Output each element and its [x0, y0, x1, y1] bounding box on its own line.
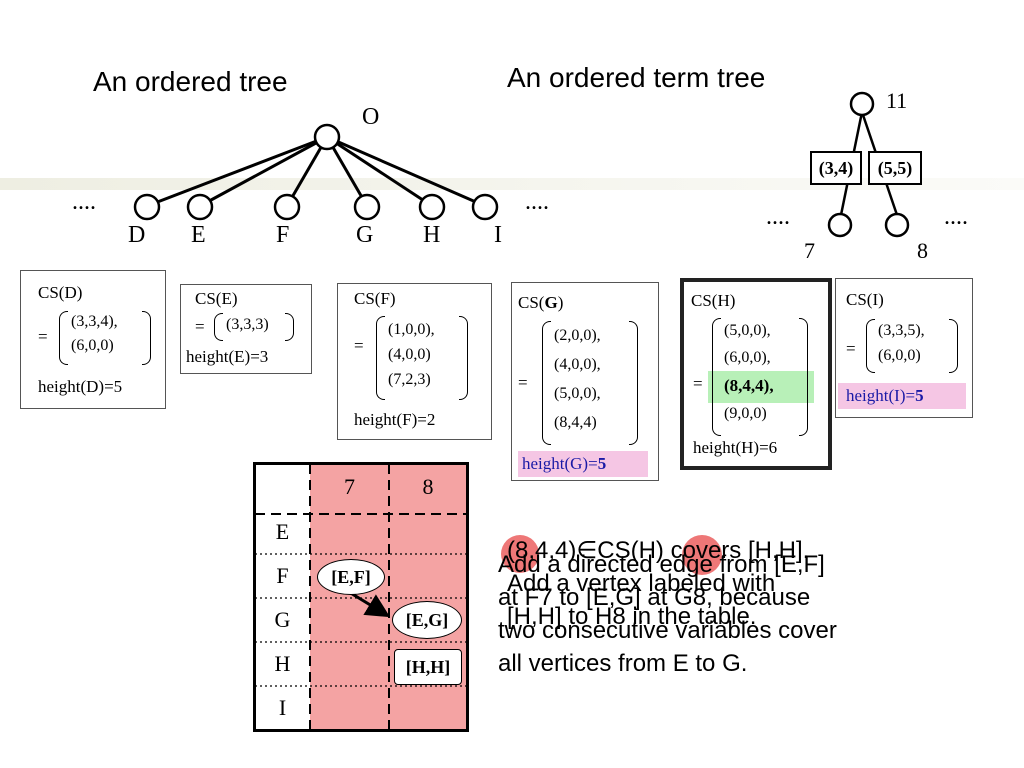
leaf-label-e: E — [191, 222, 206, 248]
term-node-root — [849, 91, 875, 117]
leaf-label-g: G — [356, 222, 374, 248]
root-label: O — [362, 104, 380, 130]
table-row-header: E — [275, 519, 290, 544]
cs-box-i: CS(I) = (3,3,5), (6,0,0) height(I)=5 — [835, 278, 973, 418]
tree-node-root — [313, 123, 341, 151]
cs-box-label: CS(H) — [691, 291, 736, 310]
cs-height-highlighted: height(G)=5 — [518, 451, 648, 477]
cs-item: (6,0,0), — [724, 349, 771, 366]
left-tree-title: An ordered tree — [93, 66, 288, 97]
term-dots-left: .... — [766, 204, 790, 230]
table-row-header: I — [278, 695, 287, 720]
table-row-header: H — [274, 651, 291, 676]
cs-height: height(E)=3 — [186, 347, 269, 366]
cs-item: (6,0,0) — [71, 337, 114, 354]
cs-item: (2,0,0), — [554, 327, 601, 344]
term-edge-right: (5,5) — [868, 151, 922, 185]
cs-height: height(D)=5 — [38, 377, 123, 396]
annotation-cover-text: (8,4,4)∈CS(H) covers [H,H]. Add a vertex… — [507, 537, 810, 630]
table-row-header: F — [276, 563, 289, 588]
cs-equals: = — [195, 317, 205, 336]
cs-box-e: CS(E) = (3,3,3) height(E)=3 — [180, 284, 312, 374]
cs-item: (8,4,4) — [554, 414, 597, 431]
table-row-header: G — [274, 607, 291, 632]
cs-item: (7,2,3) — [388, 371, 431, 388]
background-band — [0, 178, 1024, 190]
cs-equals: = — [846, 339, 856, 358]
term-tree-title: An ordered term tree — [507, 62, 766, 93]
table-col-header: 7 — [344, 474, 355, 499]
tree-node-e — [186, 193, 214, 221]
tree-node-h — [418, 193, 446, 221]
leaf-label-h: H — [423, 222, 441, 248]
cs-item: (5,0,0), — [724, 322, 771, 339]
cs-box-f: CS(F) = (1,0,0), (4,0,0) (7,2,3) height(… — [337, 283, 492, 440]
cs-set: (3,3,3) — [214, 313, 294, 341]
cs-box-d: CS(D) = (3,3,4), (6,0,0) height(D)=5 — [20, 270, 166, 409]
cs-item: (5,0,0), — [554, 385, 601, 402]
cs-item-highlighted: (8,4,4), — [724, 376, 774, 395]
cs-item: (6,0,0) — [878, 347, 921, 364]
leaf-label-d: D — [128, 222, 146, 248]
marker-circle — [501, 535, 539, 573]
cs-set: (3,3,4), (6,0,0) — [59, 311, 151, 365]
term-leaf-7: 7 — [804, 238, 815, 263]
cs-set: (1,0,0), (4,0,0) (7,2,3) — [376, 316, 468, 400]
cs-height: height(F)=2 — [354, 410, 436, 429]
term-root-label: 11 — [886, 88, 908, 113]
cover-table: 7 8 E F G H I [E,F] [E,G] [H,H] — [253, 462, 469, 732]
cs-item: (1,0,0), — [388, 321, 435, 338]
cs-item: (3,3,3) — [226, 316, 269, 333]
tree-node-i — [471, 193, 499, 221]
cs-item: (3,3,5), — [878, 322, 925, 339]
cs-item: (3,3,4), — [71, 313, 118, 330]
left-tree-nodes — [133, 123, 499, 221]
cs-box-label: CS(G) — [518, 293, 564, 312]
table-entry-g8: [E,G] — [392, 601, 462, 639]
term-node-7 — [827, 212, 853, 238]
term-dots-right: .... — [944, 204, 968, 230]
dots-left: .... — [72, 189, 96, 215]
cs-equals: = — [693, 374, 703, 393]
left-tree-edges — [146, 135, 486, 208]
term-node-8 — [884, 212, 910, 238]
leaf-label-f: F — [276, 222, 290, 248]
cs-box-label: CS(D) — [38, 283, 83, 302]
cs-item-highlight — [708, 371, 814, 403]
table-entry-f7: [E,F] — [317, 559, 385, 595]
cs-height: height(H)=6 — [693, 438, 778, 457]
cs-box-g: CS(G) = (2,0,0), (4,0,0), (5,0,0), (8,4,… — [511, 282, 659, 481]
tree-node-d — [133, 193, 161, 221]
table-col-header: 8 — [422, 474, 434, 499]
cs-item: (4,0,0), — [554, 356, 601, 373]
cs-box-label: CS(F) — [354, 289, 396, 308]
cs-equals: = — [38, 327, 48, 346]
annotation-edge-text: Add a directed edge from [E,F] at F7 to … — [498, 551, 837, 677]
table-arrow — [348, 590, 391, 618]
cs-set: (2,0,0), (4,0,0), (5,0,0), (8,4,4) — [542, 321, 638, 445]
cs-item: (4,0,0) — [388, 346, 431, 363]
cs-equals: = — [518, 373, 528, 392]
term-edge-left: (3,4) — [810, 151, 862, 185]
term-tree-nodes — [827, 91, 910, 238]
cs-item: (9,0,0) — [724, 405, 767, 422]
term-leaf-8: 8 — [917, 238, 928, 263]
cs-set: (5,0,0), (6,0,0), (8,4,4), (9,0,0) — [712, 318, 808, 436]
tree-node-f — [273, 193, 301, 221]
marker-circle — [682, 535, 722, 575]
leaf-label-i: I — [494, 222, 502, 248]
cs-height-highlighted: height(I)=5 — [838, 383, 966, 409]
table-entry-h8: [H,H] — [394, 649, 462, 685]
cs-box-h: CS(H) = (5,0,0), (6,0,0), (8,4,4), (9,0,… — [680, 278, 832, 470]
tree-node-g — [353, 193, 381, 221]
cs-set: (3,3,5), (6,0,0) — [866, 319, 958, 373]
dots-right: .... — [525, 189, 549, 215]
cs-equals: = — [354, 336, 364, 355]
cs-box-label: CS(I) — [846, 290, 884, 309]
cs-box-label: CS(E) — [195, 289, 238, 308]
